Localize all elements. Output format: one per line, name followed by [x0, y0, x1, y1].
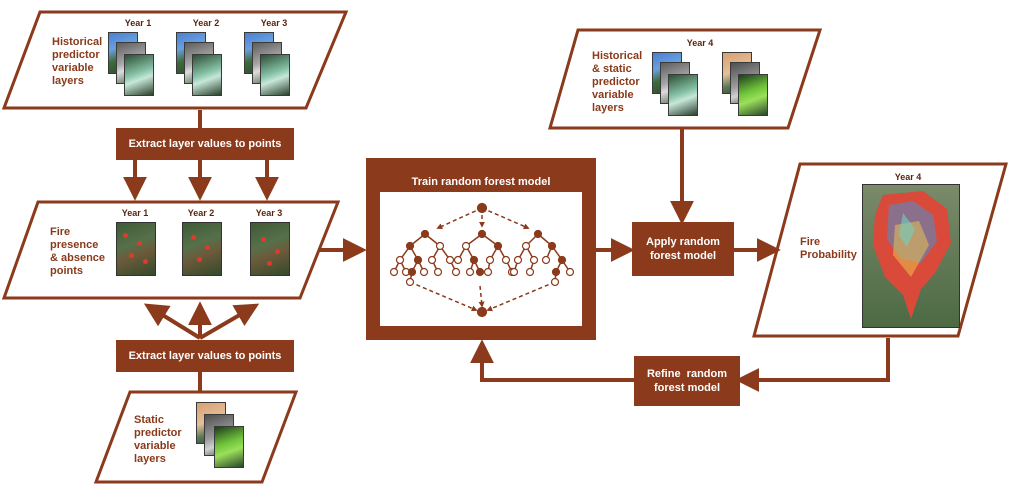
fire-year1-label: Year 1: [121, 208, 149, 218]
arrow-bottom-extract-up-3: [198, 303, 260, 340]
arrow-bottom-extract-up-1: [143, 303, 202, 340]
year4-panel-year-label: Year 4: [686, 38, 714, 48]
fire-year1-map: [116, 222, 156, 276]
fire-year2-map: [182, 222, 222, 276]
fire-points-panel-label: Fire presence & absence points: [50, 226, 106, 277]
fire-year2-label: Year 2: [187, 208, 215, 218]
extract-top-box: Extract layer values to points: [116, 128, 294, 160]
year4-panel-label: Historical & static predictor variable l…: [592, 50, 643, 114]
extract-bottom-box: Extract layer values to points: [116, 340, 294, 372]
random-forest-nodes: [389, 202, 575, 318]
historical-year1-label: Year 1: [124, 18, 152, 28]
refine-model-box: Refine random forest model: [634, 356, 740, 406]
apply-model-box: Apply random forest model: [632, 222, 734, 276]
probability-year-label: Year 4: [894, 172, 922, 182]
historical-year3-label: Year 3: [260, 18, 288, 28]
fire-probability-map: [862, 184, 960, 328]
fire-year3-label: Year 3: [255, 208, 283, 218]
historical-year2-label: Year 2: [192, 18, 220, 28]
arrow-probability-to-refine: [735, 338, 890, 392]
static-panel-label: Static predictor variable layers: [134, 414, 182, 465]
probability-panel-label: Fire Probability: [800, 236, 857, 261]
historical-panel-label: Historical predictor variable layers: [52, 36, 103, 87]
fire-year3-map: [250, 222, 290, 276]
arrow-refine-to-train: [470, 339, 634, 382]
train-model-title: Train random forest model: [411, 176, 551, 188]
